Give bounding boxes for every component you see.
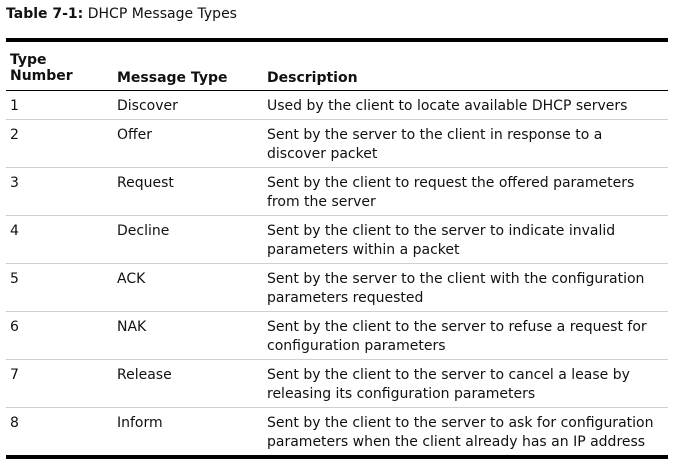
table-row: 5 ACK Sent by the server to the client w… bbox=[6, 264, 668, 312]
cell-message-type: Decline bbox=[117, 223, 170, 239]
cell-message-type: Discover bbox=[117, 98, 178, 114]
table-row: 6 NAK Sent by the client to the server t… bbox=[6, 312, 668, 360]
header-type-number: Type Number bbox=[10, 52, 73, 84]
cell-type-number: 2 bbox=[10, 127, 19, 143]
table-caption: Table 7-1: DHCP Message Types bbox=[6, 5, 237, 23]
header-message-type: Message Type bbox=[117, 70, 228, 86]
cell-message-type: ACK bbox=[117, 271, 146, 287]
table-row: 8 Inform Sent by the client to the serve… bbox=[6, 408, 668, 455]
table-row: 1 Discover Used by the client to locate … bbox=[6, 91, 668, 120]
cell-type-number: 1 bbox=[10, 98, 19, 114]
cell-description: Used by the client to locate available D… bbox=[267, 98, 628, 114]
cell-description: Sent by the client to request the offere… bbox=[267, 175, 635, 210]
cell-type-number: 6 bbox=[10, 319, 19, 335]
cell-type-number: 3 bbox=[10, 175, 19, 191]
dhcp-message-types-table: Type Number Message Type Description 1 D… bbox=[6, 38, 668, 459]
cell-description: Sent by the client to the server to canc… bbox=[267, 367, 630, 402]
cell-description: Sent by the server to the client in resp… bbox=[267, 127, 603, 162]
table-row: 3 Request Sent by the client to request … bbox=[6, 168, 668, 216]
cell-description: Sent by the client to the server to ask … bbox=[267, 415, 654, 450]
header-description: Description bbox=[267, 70, 358, 86]
cell-description: Sent by the server to the client with th… bbox=[267, 271, 645, 306]
table-caption-title: DHCP Message Types bbox=[87, 6, 237, 22]
table-caption-number: Table 7-1: bbox=[6, 6, 84, 22]
table-row: 2 Offer Sent by the server to the client… bbox=[6, 120, 668, 168]
cell-description: Sent by the client to the server to refu… bbox=[267, 319, 647, 354]
cell-message-type: Request bbox=[117, 175, 174, 191]
cell-type-number: 8 bbox=[10, 415, 19, 431]
cell-message-type: Offer bbox=[117, 127, 153, 143]
cell-message-type: NAK bbox=[117, 319, 147, 335]
cell-message-type: Release bbox=[117, 367, 172, 383]
cell-type-number: 4 bbox=[10, 223, 19, 239]
table-header: Type Number Message Type Description bbox=[6, 42, 668, 91]
cell-type-number: 5 bbox=[10, 271, 19, 287]
cell-message-type: Inform bbox=[117, 415, 163, 431]
cell-type-number: 7 bbox=[10, 367, 19, 383]
table-row: 4 Decline Sent by the client to the serv… bbox=[6, 216, 668, 264]
cell-description: Sent by the client to the server to indi… bbox=[267, 223, 616, 258]
table-row: 7 Release Sent by the client to the serv… bbox=[6, 360, 668, 408]
